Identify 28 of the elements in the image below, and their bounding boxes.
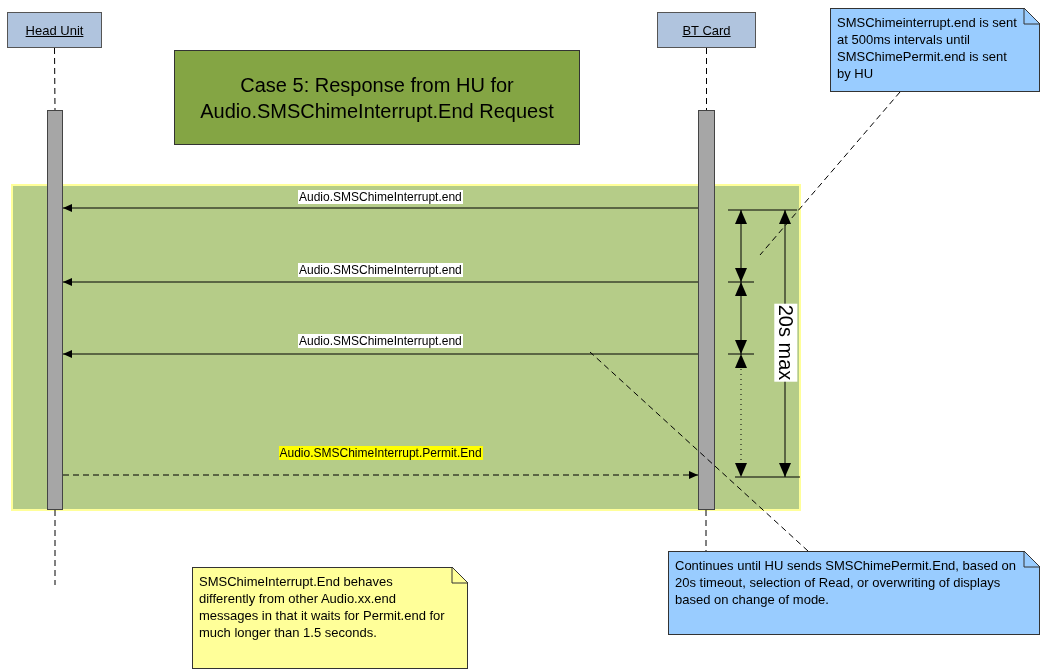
message-arrow <box>62 350 699 358</box>
title-text: Case 5: Response from HU for Audio.SMSChimeInterrupt.End Request <box>199 72 555 124</box>
message-arrow <box>62 204 699 212</box>
lifeline <box>54 47 56 111</box>
dimension-label: 20s max <box>774 303 798 381</box>
note-box <box>830 8 1040 92</box>
note-box <box>668 551 1040 635</box>
activation-bar <box>698 110 715 510</box>
message-label: Audio.SMSChimeInterrupt.Permit.End <box>278 446 483 460</box>
lifeline <box>706 47 707 111</box>
lifeline-header-box <box>7 12 102 48</box>
participant-name: Head Unit <box>25 22 84 38</box>
leader-line <box>589 351 809 552</box>
activation-bar <box>47 110 63 510</box>
title-box <box>174 50 580 145</box>
message-label: Audio.SMSChimeInterrupt.end <box>298 263 463 277</box>
participant-name: BT Card <box>682 22 731 38</box>
message-arrow <box>62 278 699 286</box>
lifeline <box>54 509 56 586</box>
note-box <box>192 567 468 669</box>
leader-line <box>759 91 901 256</box>
message-arrow <box>62 471 699 479</box>
note-text: SMSChimeInterrupt.End behaves differently from other Audio.xx.end messages in that it waits for Permit.end for much longer than 1.5 seconds. <box>199 574 445 640</box>
note-text: SMSChimeinterrupt.end is sent at 500ms intervals until SMSChimePermit.end is sent by HU <box>837 15 1017 81</box>
note-text: Continues until HU sends SMSChimePermit.End, based on 20s timeout, selection of Read, or overwriting of displays based on change of mode. <box>675 558 1017 607</box>
message-label: Audio.SMSChimeInterrupt.end <box>298 334 463 348</box>
message-label: Audio.SMSChimeInterrupt.end <box>298 190 463 204</box>
lifeline-header-box <box>657 12 756 48</box>
